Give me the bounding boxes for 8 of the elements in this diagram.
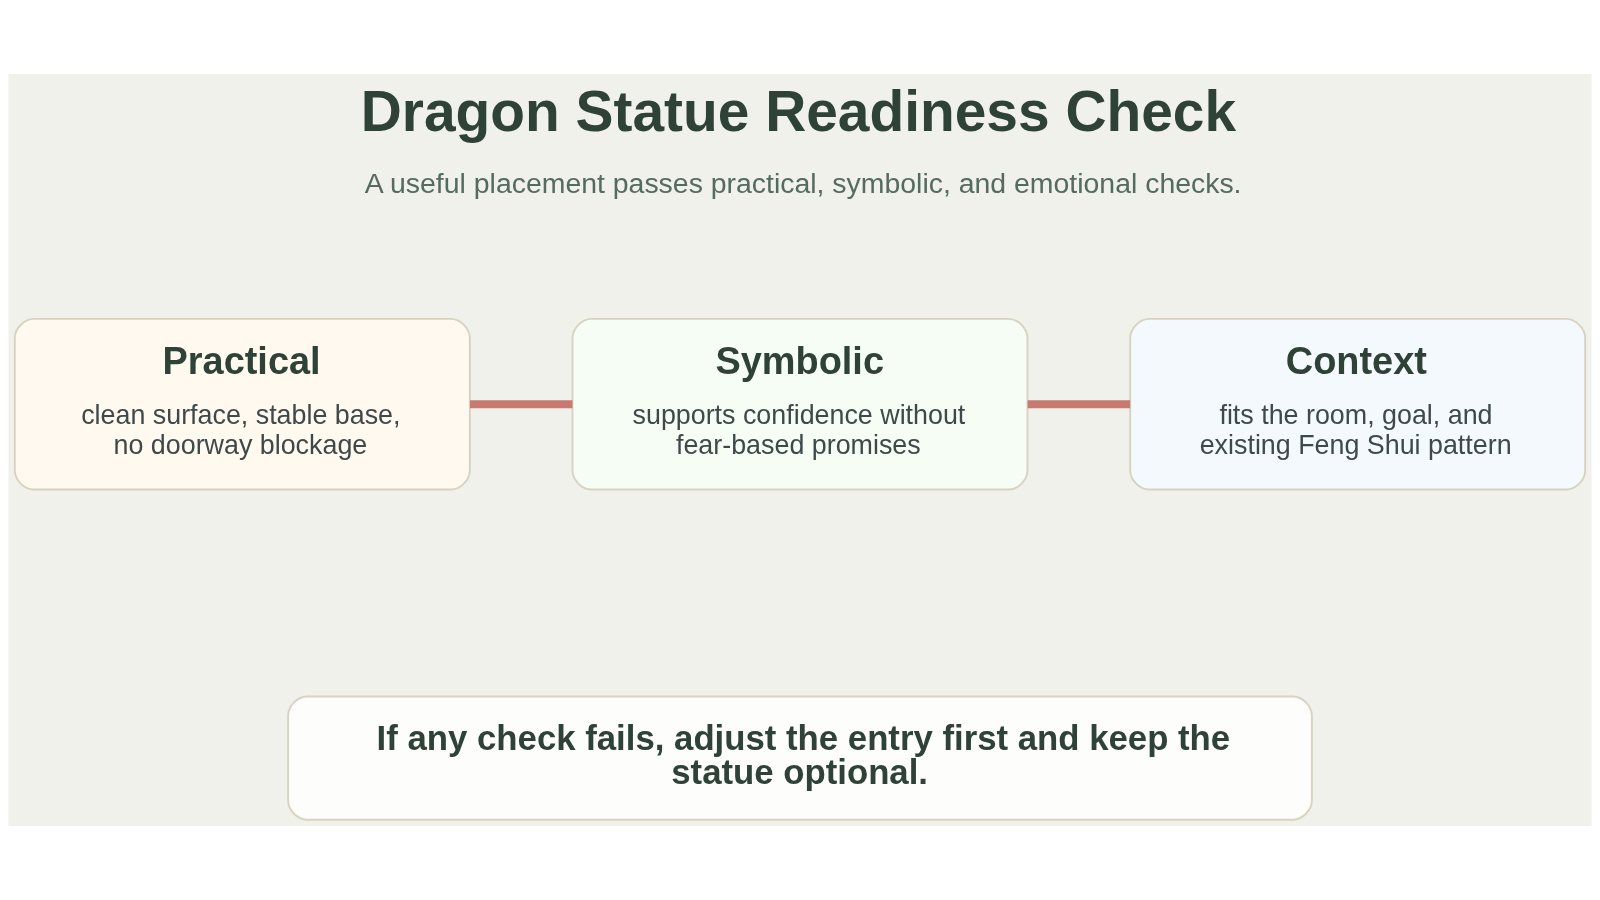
node-box: Practical clean surface, stable base, no doorway blockage	[13, 317, 471, 491]
label: A useful placement passes practical, symbolic, and emotional checks.	[364, 167, 1242, 200]
connector	[469, 400, 573, 409]
node-box: If any check fails, adjust the entry first and keep the statue optional.	[287, 695, 1313, 821]
node-box: Symbolic supports confidence without fear-based promises	[571, 317, 1029, 491]
node-box: Context fits the room, goal, and existing Feng Shui pattern	[1129, 317, 1587, 491]
diagram-title: Dragon Statue Readiness Check	[360, 79, 1237, 143]
connector	[1027, 400, 1131, 409]
